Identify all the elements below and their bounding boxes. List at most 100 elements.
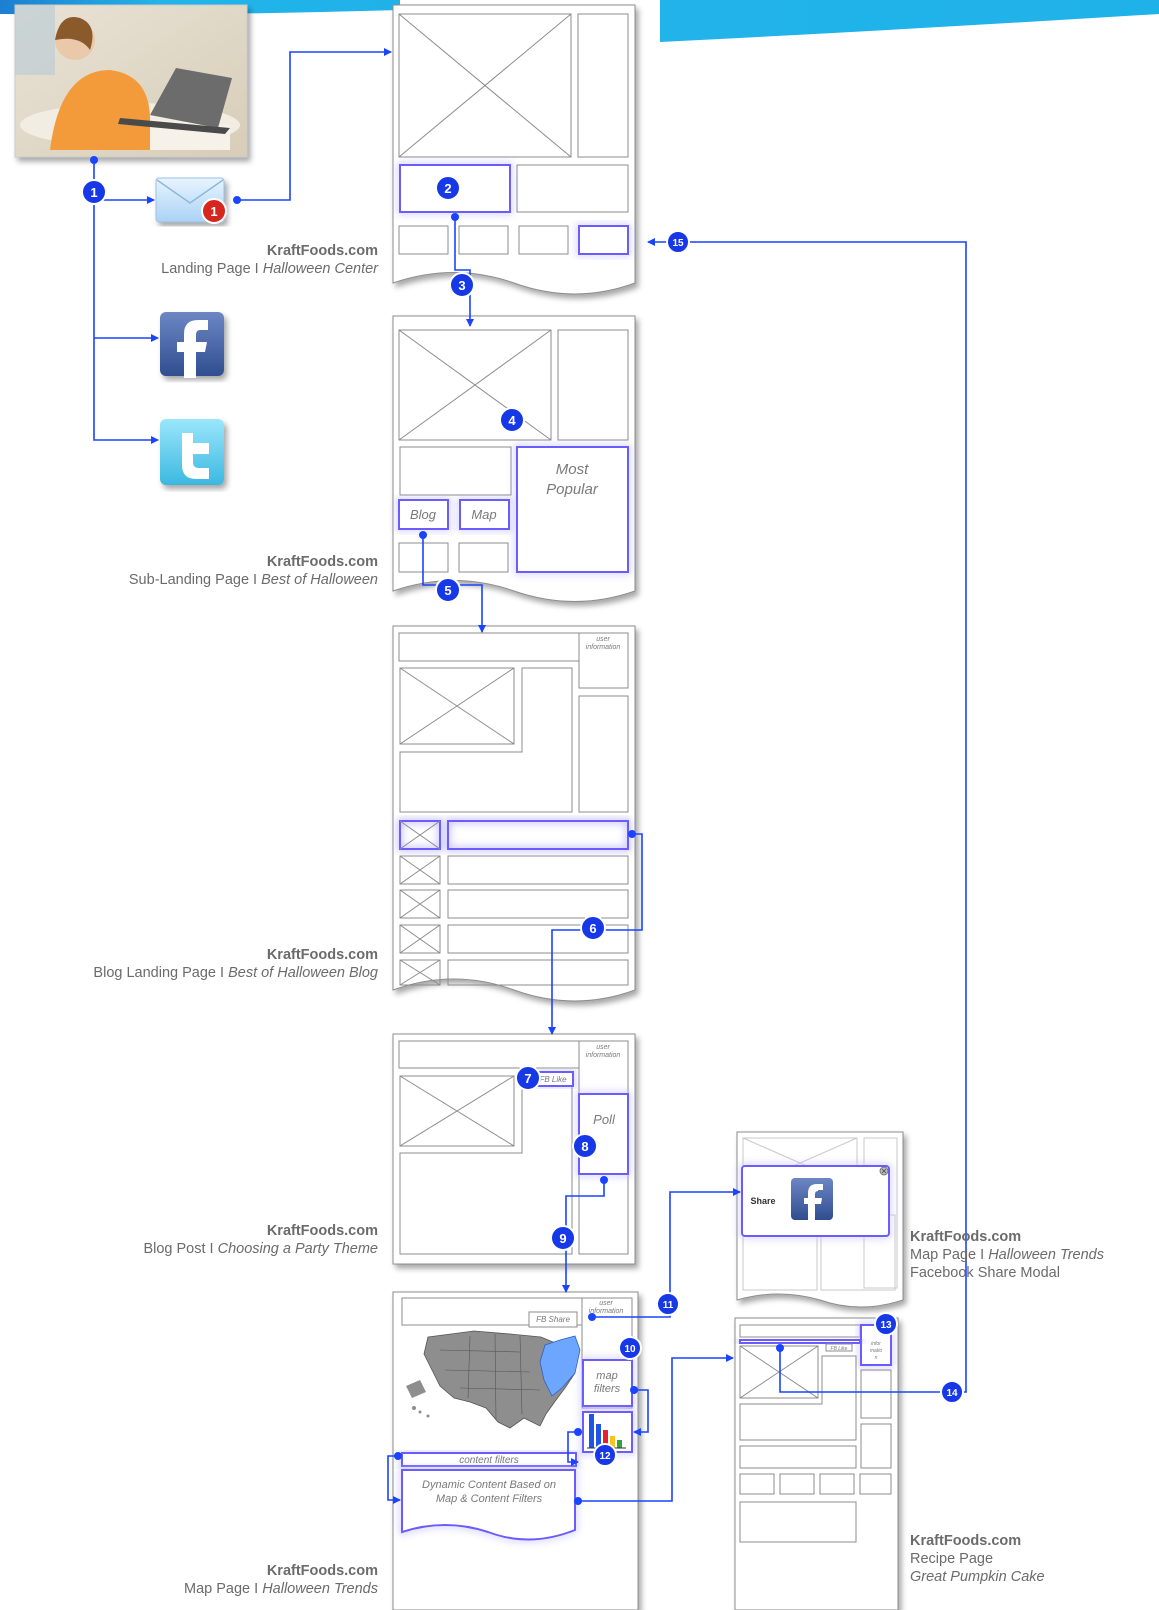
step-badge-5: 5	[435, 577, 461, 603]
user-info-text-1: user	[599, 1300, 613, 1307]
step-badge-label: 15	[672, 238, 684, 249]
label-page-type: Map Page	[184, 1581, 251, 1597]
label-blog-post-page: KraftFoods.com Blog Post I Choosing a Pa…	[30, 1222, 378, 1258]
content-filters-label: content filters	[459, 1455, 518, 1466]
email-icon[interactable]: 1	[155, 177, 227, 224]
poll-label: Poll	[593, 1112, 616, 1127]
dynamic-content-label-2: Map & Content Filters	[436, 1493, 543, 1505]
label-page-name: Halloween Center	[262, 261, 378, 277]
step-badge-3: 3	[449, 272, 475, 298]
user-info-text-2: information	[586, 644, 621, 651]
label-landing-page: KraftFoods.com Landing Page I Halloween …	[60, 242, 378, 278]
twitter-icon[interactable]	[160, 419, 224, 485]
label-separator: I	[205, 1241, 218, 1257]
step-badge-4: 4	[499, 407, 525, 433]
step-badge-6: 6	[580, 915, 606, 941]
dynamic-content-label-1: Dynamic Content Based on	[422, 1479, 556, 1491]
step-badge-label: 1	[90, 185, 97, 200]
share-label: Share	[750, 1196, 775, 1206]
recipe-user-info-text-1: infor	[871, 1341, 881, 1347]
recipe-fb-like-box[interactable]	[825, 1343, 853, 1352]
label-page-type: Sub-Landing Page	[128, 572, 250, 588]
wireframe-recipe-page: infor matio n FB Like	[734, 1317, 899, 1610]
most-popular-box[interactable]	[516, 446, 629, 573]
label-page-type: Recipe Page	[910, 1551, 994, 1567]
user-info-text-2: information	[586, 1052, 621, 1059]
email-count: 1	[210, 204, 217, 219]
label-blog-landing-page: KraftFoods.com Blog Landing Page I Best …	[10, 946, 378, 982]
fb-share-label: FB Share	[536, 1315, 570, 1324]
label-separator: I	[250, 1581, 263, 1597]
wireframe-sub-landing-page: Most Popular Blog Map	[392, 315, 636, 602]
fb-share-box[interactable]	[528, 1311, 578, 1328]
label-brand: KraftFoods.com	[266, 1563, 378, 1579]
label-page-name: Choosing a Party Theme	[217, 1241, 378, 1257]
step-badge-7: 7	[515, 1065, 541, 1091]
label-brand: KraftFoods.com	[266, 554, 378, 570]
wireframe-blog-post-page: user information FB Like Poll	[392, 1033, 636, 1265]
user-info-text-1: user	[596, 636, 610, 643]
map-filters-label-2: filters	[594, 1383, 621, 1395]
step-badge-label: 5	[444, 583, 451, 598]
label-brand: KraftFoods.com	[266, 947, 378, 963]
label-page-name: Halloween Trends	[988, 1247, 1104, 1263]
label-page-type: Map Page	[910, 1247, 977, 1263]
us-map	[406, 1330, 581, 1429]
map-link-box[interactable]	[459, 499, 510, 530]
step-badge-label: 9	[559, 1231, 566, 1246]
wireframe-map-page: user information FB Share map filters co…	[392, 1291, 639, 1610]
step-badge-label: 8	[581, 1139, 588, 1154]
step-badge-15: 15	[666, 230, 690, 254]
connector-dots	[90, 156, 784, 1505]
step-badge-10: 10	[618, 1336, 642, 1360]
label-facebook-share-modal: KraftFoods.com Map Page I Halloween Tren…	[910, 1228, 1159, 1282]
label-brand: KraftFoods.com	[266, 1223, 378, 1239]
label-page-type: Blog Landing Page	[93, 965, 216, 981]
wireframe-facebook-share-modal: Share	[736, 1131, 904, 1308]
step-badge-label: 7	[524, 1071, 531, 1086]
highlight-return-slot[interactable]	[578, 225, 629, 255]
recipe-fb-like-label: FB Like	[831, 1346, 848, 1352]
step-badge-label: 6	[589, 921, 596, 936]
label-separator: I	[215, 965, 229, 981]
map-filters-label-1: map	[596, 1370, 617, 1382]
dynamic-content-box[interactable]	[401, 1469, 576, 1541]
blog-link-label: Blog	[410, 507, 437, 522]
recipe-user-info-text-3: n	[875, 1355, 878, 1361]
label-page-name: Best of Halloween	[261, 572, 378, 588]
label-brand: KraftFoods.com	[266, 243, 378, 259]
step-badge-label: 10	[624, 1344, 636, 1355]
step-badge-1: 1	[81, 179, 107, 205]
step-badges: 1 2 3 4 5 6 7 8 9 10 11 12 13 14 15	[81, 175, 964, 1467]
label-page-type: Landing Page	[161, 261, 251, 277]
label-modal-name: Facebook Share Modal	[910, 1265, 1060, 1281]
recipe-user-info-text-2: matio	[870, 1348, 882, 1354]
step-badge-label: 14	[946, 1388, 958, 1399]
label-brand: KraftFoods.com	[910, 1229, 1022, 1245]
step-badge-13: 13	[874, 1312, 898, 1336]
user-info-text-2: information	[589, 1308, 624, 1315]
wireframe-blog-landing-page: user information	[392, 625, 636, 1002]
step-badge-label: 4	[508, 413, 516, 428]
step-badge-9: 9	[550, 1225, 576, 1251]
user-photo	[14, 4, 248, 158]
step-badge-12: 12	[593, 1443, 617, 1467]
user-info-text-1: user	[596, 1044, 610, 1051]
label-map-page: KraftFoods.com Map Page I Halloween Tren…	[60, 1562, 378, 1598]
wireframe-landing-page	[392, 4, 636, 295]
label-separator: I	[976, 1247, 989, 1263]
facebook-icon[interactable]	[160, 312, 224, 378]
label-separator: I	[249, 572, 262, 588]
step-badge-8: 8	[572, 1133, 598, 1159]
label-recipe-page: KraftFoods.com Recipe Page Great Pumpkin…	[910, 1532, 1150, 1586]
map-filters-box[interactable]	[582, 1359, 633, 1407]
step-badge-14: 14	[940, 1380, 964, 1404]
step-badge-label: 3	[458, 278, 465, 293]
blog-link-box[interactable]	[398, 499, 449, 530]
label-page-name: Great Pumpkin Cake	[910, 1569, 1045, 1585]
label-page-name: Halloween Trends	[262, 1581, 378, 1597]
label-separator: I	[250, 261, 263, 277]
label-page-name: Best of Halloween Blog	[228, 965, 378, 981]
label-page-type: Blog Post	[143, 1241, 206, 1257]
most-popular-text-1: Most	[556, 461, 589, 478]
